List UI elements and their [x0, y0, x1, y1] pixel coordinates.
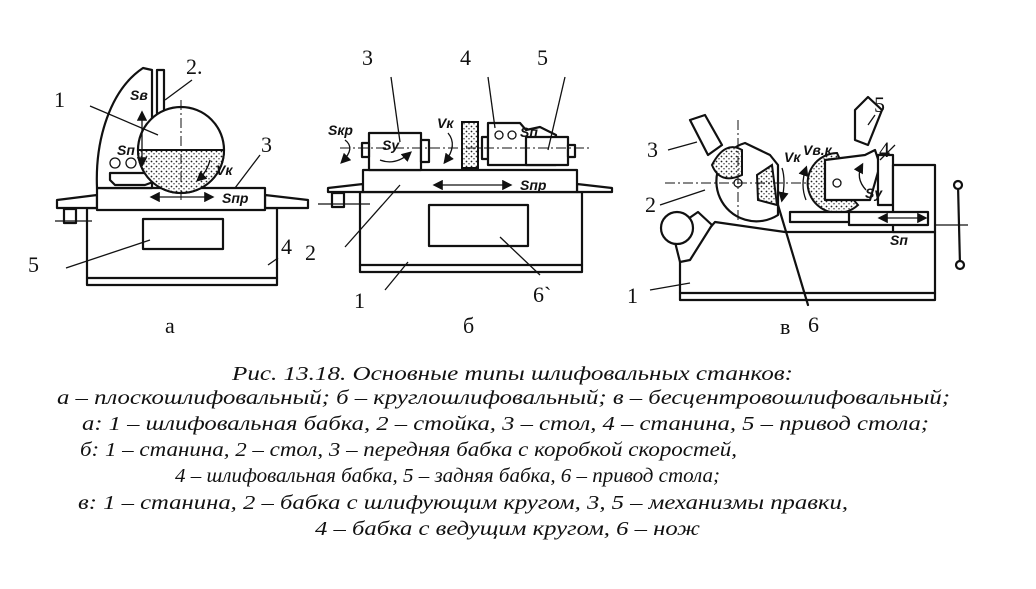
work-rest	[788, 210, 852, 224]
panel-b-cylindrical-grinder: Sкр Sу Vк Sп Sпр 1 2 3 4 5 6` б	[305, 45, 614, 338]
label-a-2: 2.	[186, 54, 203, 79]
grinding-wheel-b	[461, 121, 479, 169]
label-b-5: 5	[537, 45, 548, 70]
label-a-4: 4	[281, 234, 292, 259]
caption-title: Рис. 13.18. Основные типы шлифовальных с…	[231, 363, 793, 385]
dresser-3	[688, 113, 724, 157]
speed-symbol-vk-b: Vк	[437, 115, 454, 131]
label-b-1: 1	[354, 288, 365, 313]
label-a-3: 3	[261, 132, 272, 157]
label-a-1: 1	[54, 87, 65, 112]
feed-symbol-su-c: Sу	[865, 185, 883, 201]
panel-letter-c: в	[780, 314, 790, 339]
feed-symbol-spr-b: Sпр	[520, 177, 547, 193]
caption-line: 4 – шлифовальная бабка, 5 – задняя бабка…	[175, 465, 720, 487]
dresser-5	[853, 95, 884, 147]
feed-symbol-su: Sу	[382, 137, 400, 153]
label-c-3: 3	[647, 137, 658, 162]
label-c-6: 6	[808, 312, 819, 337]
figure-caption: Рис. 13.18. Основные типы шлифовальных с…	[57, 363, 950, 540]
label-b-6: 6`	[533, 282, 551, 307]
drive-window-b	[427, 203, 530, 248]
panel-letter-b: б	[463, 313, 474, 338]
feed-symbol-sp: Sп	[117, 142, 135, 158]
panel-c-centerless-grinder: Vк Vв.к Sу Sп 1 2 3 4 5 6 в	[627, 92, 968, 339]
speed-symbol-vvk: Vв.к	[803, 142, 833, 158]
label-b-3: 3	[362, 45, 373, 70]
feed-symbol-sp-c: Sп	[890, 232, 908, 248]
wing-left-a	[55, 193, 99, 210]
wing-right-a	[263, 193, 310, 210]
panel-a-surface-grinder: Sв Sп Vк Sпр 1 2. 3 4 5 а	[28, 54, 310, 338]
feed-symbol-sv: Sв	[130, 87, 148, 103]
label-b-2: 2	[305, 240, 316, 265]
label-c-1: 1	[627, 283, 638, 308]
feed-symbol-skr: Sкр	[328, 122, 353, 138]
caption-line: 4 – бабка с ведущим кругом, 6 – нож	[315, 518, 700, 540]
label-c-2: 2	[645, 192, 656, 217]
caption-line: а: 1 – шлифовальная бабка, 2 – стойка, 3…	[82, 413, 929, 435]
label-b-4: 4	[460, 45, 471, 70]
speed-symbol-vk: Vк	[216, 162, 233, 178]
caption-line: б: 1 – станина, 2 – стол, 3 – передняя б…	[80, 439, 737, 461]
feed-symbol-spr: Sпр	[222, 190, 249, 206]
label-c-4: 4	[879, 137, 890, 162]
panel-letter-a: а	[165, 313, 175, 338]
handwheel-c	[956, 183, 962, 267]
label-c-5: 5	[874, 92, 885, 117]
drive-window-a	[141, 217, 225, 251]
feed-symbol-sp-b: Sп	[520, 124, 538, 140]
speed-symbol-vk-c: Vк	[784, 149, 801, 165]
caption-line: в: 1 – станина, 2 – бабка с шлифующим кр…	[78, 492, 848, 514]
tailstock-b	[524, 135, 570, 167]
label-a-5: 5	[28, 252, 39, 277]
caption-line: а – плоскошлифовальный; б – круглошлифов…	[57, 387, 950, 409]
